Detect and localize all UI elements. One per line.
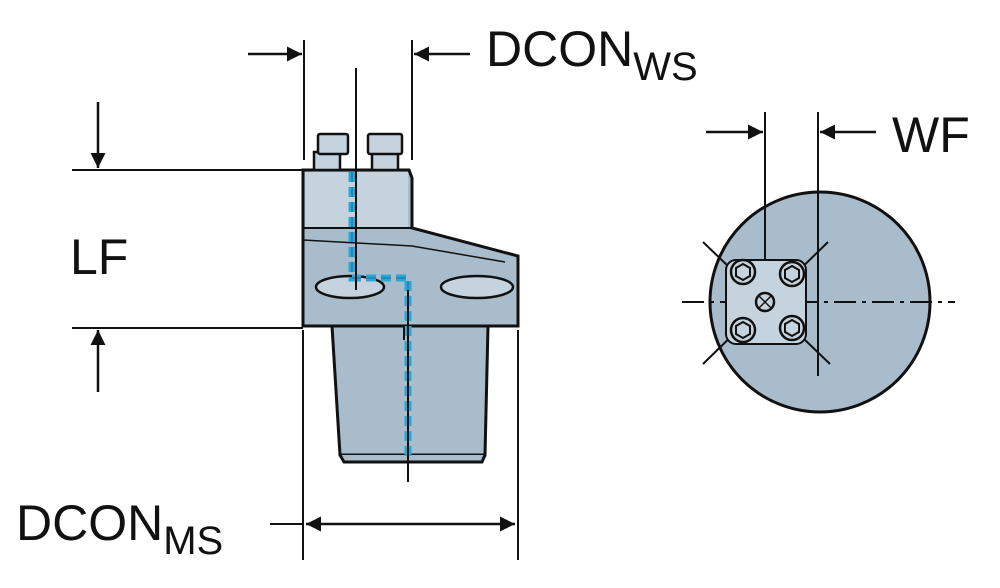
front-screw-top-left — [729, 258, 757, 286]
front-view — [682, 112, 955, 414]
dcon-ws-label: DCON — [486, 21, 633, 77]
svg-text:DCONWS: DCONWS — [486, 21, 698, 89]
coolant-channel — [348, 172, 412, 460]
dcon-ms-label: DCON — [16, 495, 163, 551]
clamp-screw-right — [366, 132, 404, 172]
dimension-wf: WF — [706, 107, 970, 163]
dimension-lf: LF — [70, 102, 303, 392]
clamp-screw-left — [312, 132, 350, 172]
lf-label: LF — [70, 229, 128, 285]
dimension-dcon-ms: DCONMS — [16, 330, 519, 563]
slot-right — [439, 274, 515, 300]
svg-text:DCONMS: DCONMS — [16, 495, 223, 563]
dcon-ws-subscript: WS — [633, 45, 697, 89]
front-screw-top-right — [778, 260, 806, 288]
wf-label: WF — [892, 107, 970, 163]
front-screw-bottom-left — [729, 316, 757, 344]
side-view — [301, 68, 520, 482]
front-screw-bottom-right — [778, 314, 806, 342]
dimension-dcon-ws: DCONWS — [248, 21, 698, 160]
dcon-ms-subscript: MS — [163, 519, 223, 563]
